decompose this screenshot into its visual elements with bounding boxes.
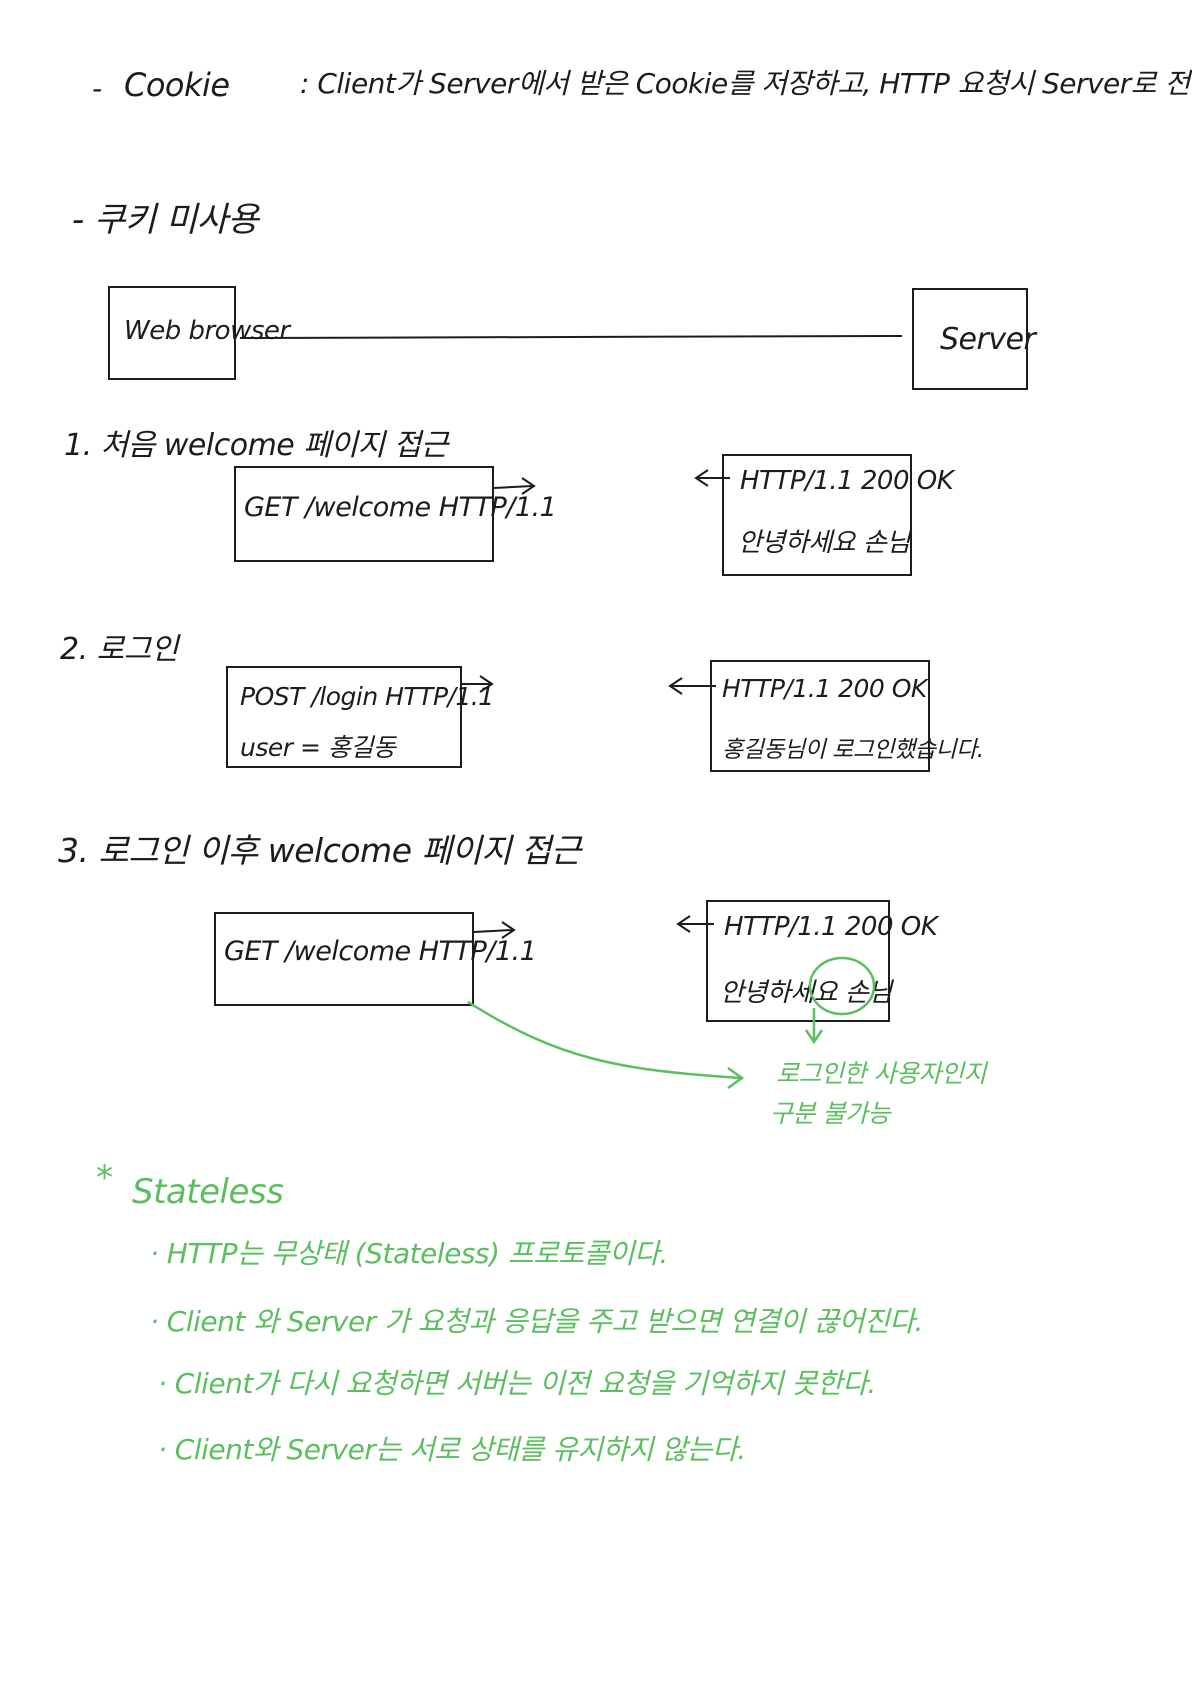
step-3-request-box: GET /welcome HTTP/1.1 (214, 912, 537, 1006)
step-2-request-line-1: POST /login HTTP/1.1 (240, 682, 494, 711)
header-dash: - (92, 72, 102, 105)
stateless-marker: * (96, 1158, 113, 1198)
web-browser-node: Web browser (108, 286, 290, 380)
step-2-request-line-2: user = 홍길동 (240, 733, 396, 762)
annotation-line-2: 구분 불가능 (770, 1099, 890, 1128)
stateless-bullet-4: · Client와 Server는 서로 상태를 유지하지 않는다. (158, 1433, 746, 1466)
step-2-response-line-2: 홍길동님이 로그인했습니다. (722, 737, 984, 763)
step-2-request-arrow (462, 675, 494, 693)
stateless-bullet-3: · Client가 다시 요청하면 서버는 이전 요청을 기억하지 못한다. (158, 1367, 876, 1400)
step-1-response-line-2: 안녕하세요 손님 (738, 528, 910, 558)
step-1-response-box: HTTP/1.1 200 OK 안녕하세요 손님 (722, 454, 954, 576)
section-title: - 쿠키 미사용 (72, 200, 259, 240)
server-node: Server (912, 288, 1036, 390)
step-3-label: 3. 로그인 이후 welcome 페이지 접근 (58, 831, 581, 870)
step-3-response-line-2: 안녕하세요 손님 (720, 978, 892, 1008)
step-2-label: 2. 로그인 (60, 632, 178, 667)
step-3-response-box: HTTP/1.1 200 OK 안녕하세요 손님 (706, 900, 938, 1022)
step-3-response-line-1: HTTP/1.1 200 OK (724, 912, 938, 942)
server-label: Server (940, 322, 1036, 357)
connection-line (239, 335, 903, 339)
web-browser-label: Web browser (124, 316, 290, 346)
step-2-response-line-1: HTTP/1.1 200 OK (722, 674, 927, 703)
step-3-request-arrow (473, 921, 516, 939)
cookie-definition: : Client가 Server에서 받은 Cookie를 저장하고, HTTP… (300, 67, 1192, 100)
step-1-response-arrow (694, 469, 730, 487)
step-1-request-arrow (493, 477, 536, 495)
step-2-response-box: HTTP/1.1 200 OK 홍길동님이 로그인했습니다. (710, 660, 984, 772)
stateless-bullet-1: · HTTP는 무상태 (Stateless) 프로토콜이다. (150, 1237, 668, 1270)
annotation-curve-arrow (467, 1000, 745, 1090)
step-1-request-box: GET /welcome HTTP/1.1 (234, 466, 557, 562)
annotation-down-arrow (804, 1008, 824, 1045)
step-2-response-arrow (668, 677, 716, 695)
step-1-label: 1. 처음 welcome 페이지 접근 (64, 428, 448, 463)
stateless-title: Stateless (132, 1172, 284, 1212)
cookie-term: Cookie (124, 66, 230, 104)
step-1-response-line-1: HTTP/1.1 200 OK (740, 466, 954, 496)
highlight-circle (808, 956, 876, 1016)
step-3-response-arrow (676, 915, 714, 933)
stateless-bullet-2: · Client 와 Server 가 요청과 응답을 주고 받으면 연결이 끊… (150, 1305, 923, 1338)
step-1-request-line-1: GET /welcome HTTP/1.1 (244, 492, 557, 523)
step-3-request-line-1: GET /welcome HTTP/1.1 (224, 936, 537, 967)
annotation-line-1: 로그인한 사용자인지 (776, 1059, 986, 1088)
step-2-request-box: POST /login HTTP/1.1 user = 홍길동 (226, 666, 494, 768)
